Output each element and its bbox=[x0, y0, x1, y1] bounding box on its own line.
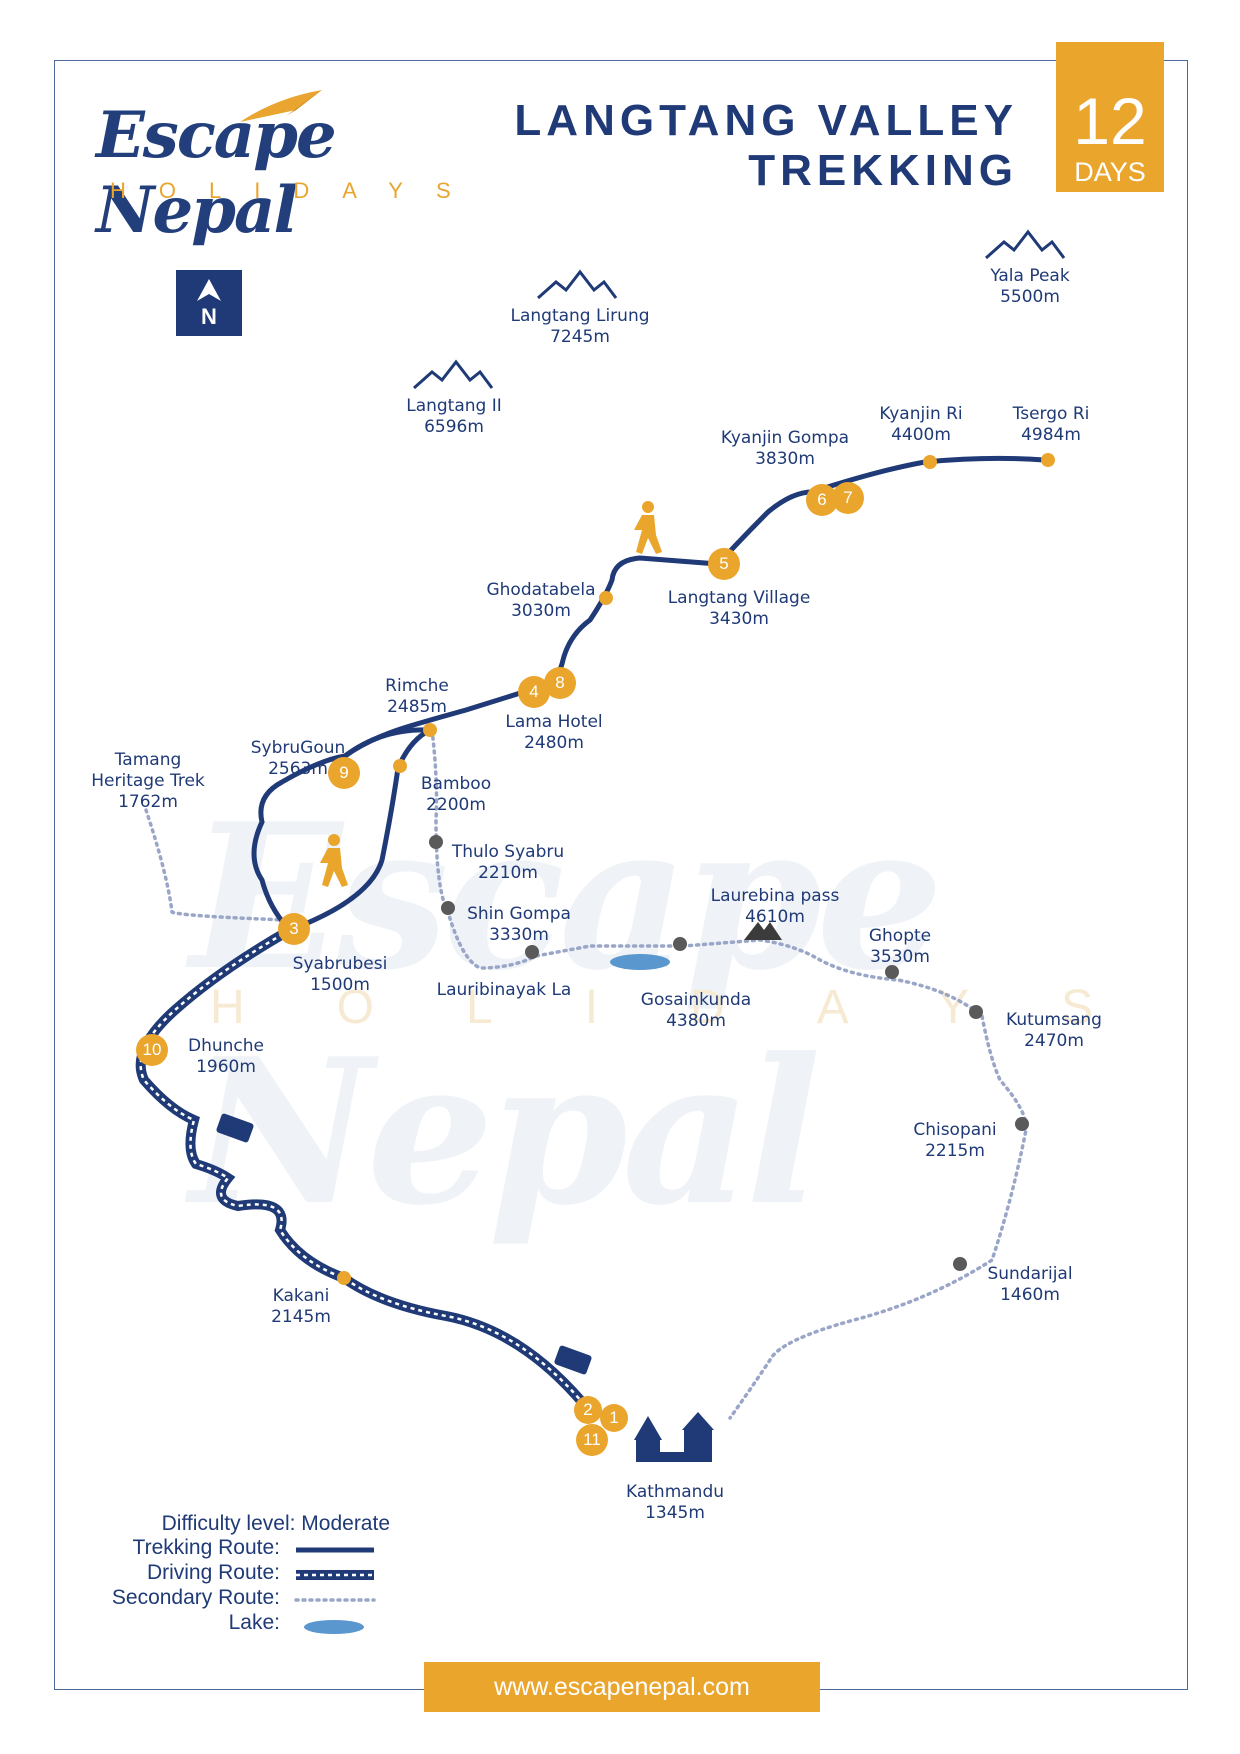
legend-trekking-label: Trekking Route: bbox=[132, 1536, 280, 1559]
legend-lake-symbol bbox=[304, 1620, 364, 1634]
stop-ghodatabela bbox=[599, 591, 613, 605]
north-indicator: N bbox=[176, 270, 242, 336]
stop-kutumsang bbox=[969, 1005, 983, 1019]
watermark-logo: Escape Nepal bbox=[190, 780, 944, 1250]
stop-shin-gompa bbox=[441, 901, 455, 915]
stop-kakani bbox=[337, 1271, 351, 1285]
north-letter: N bbox=[201, 304, 217, 329]
website-link[interactable]: www.escapenepal.com bbox=[424, 1662, 820, 1712]
legend-difficulty: Difficulty level: Moderate bbox=[161, 1512, 390, 1535]
day-marker-5: 5 bbox=[708, 548, 740, 580]
title-line-1: LANGTANG VALLEY bbox=[514, 96, 1018, 145]
legend-secondary-label: Secondary Route: bbox=[111, 1586, 280, 1609]
bus-icon bbox=[216, 1113, 592, 1375]
stop-tsergo-ri bbox=[1041, 453, 1055, 467]
day-marker-10: 10 bbox=[136, 1034, 168, 1066]
day-marker-7: 7 bbox=[832, 482, 864, 514]
day-marker-11: 11 bbox=[576, 1424, 608, 1456]
legend-trekking-symbol bbox=[296, 1547, 374, 1553]
day-marker-9: 9 bbox=[328, 757, 360, 789]
lake-icon bbox=[610, 954, 670, 970]
watermark-tagline: HOLIDAYS bbox=[210, 981, 1186, 1034]
duration-badge: 12 DAYS bbox=[1056, 42, 1164, 192]
north-arrow-icon bbox=[197, 279, 221, 301]
stop-chisopani bbox=[1015, 1117, 1029, 1131]
legend-driving-label: Driving Route: bbox=[146, 1561, 280, 1584]
temple-icon bbox=[634, 1412, 714, 1462]
stop-sundarijal bbox=[953, 1257, 967, 1271]
secondary-stops bbox=[429, 835, 1029, 1271]
route-stops bbox=[337, 453, 1055, 1285]
stop-kyanjin-ri bbox=[923, 455, 937, 469]
duration-unit: DAYS bbox=[1074, 157, 1146, 187]
legend-lake-label: Lake: bbox=[228, 1611, 280, 1634]
stop-ghopte bbox=[885, 965, 899, 979]
day-marker-2: 2 bbox=[574, 1396, 602, 1424]
day-marker-8: 8 bbox=[544, 667, 576, 699]
stop-lauribinayak bbox=[525, 945, 539, 959]
legend-driving-symbol bbox=[296, 1570, 374, 1580]
legend-secondary-symbol bbox=[294, 1598, 376, 1602]
pass-icon bbox=[744, 922, 782, 940]
stop-bamboo bbox=[393, 759, 407, 773]
title-line-2: TREKKING bbox=[748, 146, 1018, 195]
page-title: LANGTANG VALLEY TREKKING bbox=[514, 96, 1018, 196]
secondary-route bbox=[144, 728, 1028, 1420]
day-marker-6: 6 bbox=[806, 484, 838, 516]
brand-logo: Escape Nepal HOLIDAYS bbox=[96, 90, 451, 248]
day-marker-3: 3 bbox=[278, 913, 310, 945]
mountain-icon bbox=[413, 229, 1066, 390]
stop-gosainkunda bbox=[673, 937, 687, 951]
day-marker-1: 1 bbox=[600, 1404, 628, 1432]
brand-tagline: HOLIDAYS bbox=[110, 178, 484, 203]
stop-thulo-syabru bbox=[429, 835, 443, 849]
place-label-lauribinayak-la: Lauribinayak La bbox=[436, 980, 572, 1000]
trekker-icon bbox=[320, 501, 662, 887]
paper-plane-icon bbox=[240, 90, 322, 122]
stop-rimche bbox=[423, 723, 437, 737]
duration-number: 12 bbox=[1073, 84, 1147, 158]
brand-name: Escape Nepal bbox=[96, 98, 337, 248]
